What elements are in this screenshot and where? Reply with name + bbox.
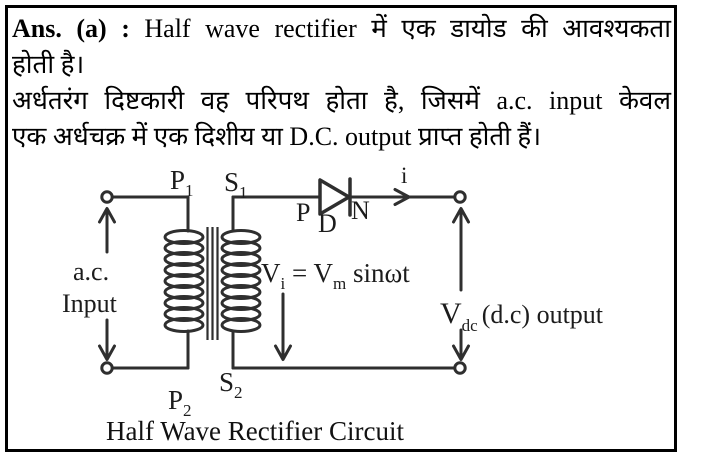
diode-symbol xyxy=(318,177,352,217)
ac-input-down-arrow xyxy=(98,318,116,361)
vi-down-arrow xyxy=(274,292,292,361)
label-p1: P1 xyxy=(170,165,194,200)
answer-paragraph: Ans. (a) : Half wave rectifier में एक डा… xyxy=(12,11,671,155)
input-terminal-top xyxy=(100,190,114,204)
vdc-up-arrow xyxy=(452,207,470,292)
ac-input-up-arrow xyxy=(98,207,116,254)
label-p2: P2 xyxy=(168,385,192,420)
transformer-core xyxy=(206,227,219,340)
label-current-i: i xyxy=(401,163,407,188)
answer-label: Ans. (a) : xyxy=(12,14,130,43)
answer-line-2: होती है। xyxy=(12,50,85,79)
label-s1: S1 xyxy=(224,167,248,202)
answer-line-1-text: Half wave rectifier में एक डायोड की आवश्… xyxy=(129,14,671,43)
label-diode-anode-p: P xyxy=(296,198,310,227)
vdc-down-arrow xyxy=(452,328,470,361)
answer-line-4: एक अर्धचक्र में एक दिशीय या D.C. output … xyxy=(12,122,542,151)
label-vi-formula: Vi = Vm sinωt xyxy=(261,258,410,293)
answer-line-3: अर्धतरंग दिष्टकारी वह परिपथ होता है, जिस… xyxy=(12,86,671,115)
label-vdc-output: Vdc(d.c) output xyxy=(440,297,604,335)
answer-line-1: Ans. (a) : Half wave rectifier में एक डा… xyxy=(12,11,671,47)
primary-winding-coil xyxy=(163,229,205,333)
diagram-caption: Half Wave Rectifier Circuit xyxy=(106,416,404,446)
label-input: Input xyxy=(62,289,118,318)
label-diode-cathode-n: N xyxy=(351,196,370,225)
secondary-winding-coil xyxy=(220,229,262,333)
label-ac: a.c. xyxy=(73,257,109,286)
page-border-frame xyxy=(5,5,677,452)
output-terminal-bottom xyxy=(453,361,467,375)
diode-triangle xyxy=(318,178,351,216)
label-diode-d: D xyxy=(318,209,337,238)
output-terminal-top xyxy=(453,190,467,204)
input-terminal-bottom xyxy=(100,361,114,375)
label-s2: S2 xyxy=(219,367,243,402)
current-direction-arrow xyxy=(393,188,411,206)
